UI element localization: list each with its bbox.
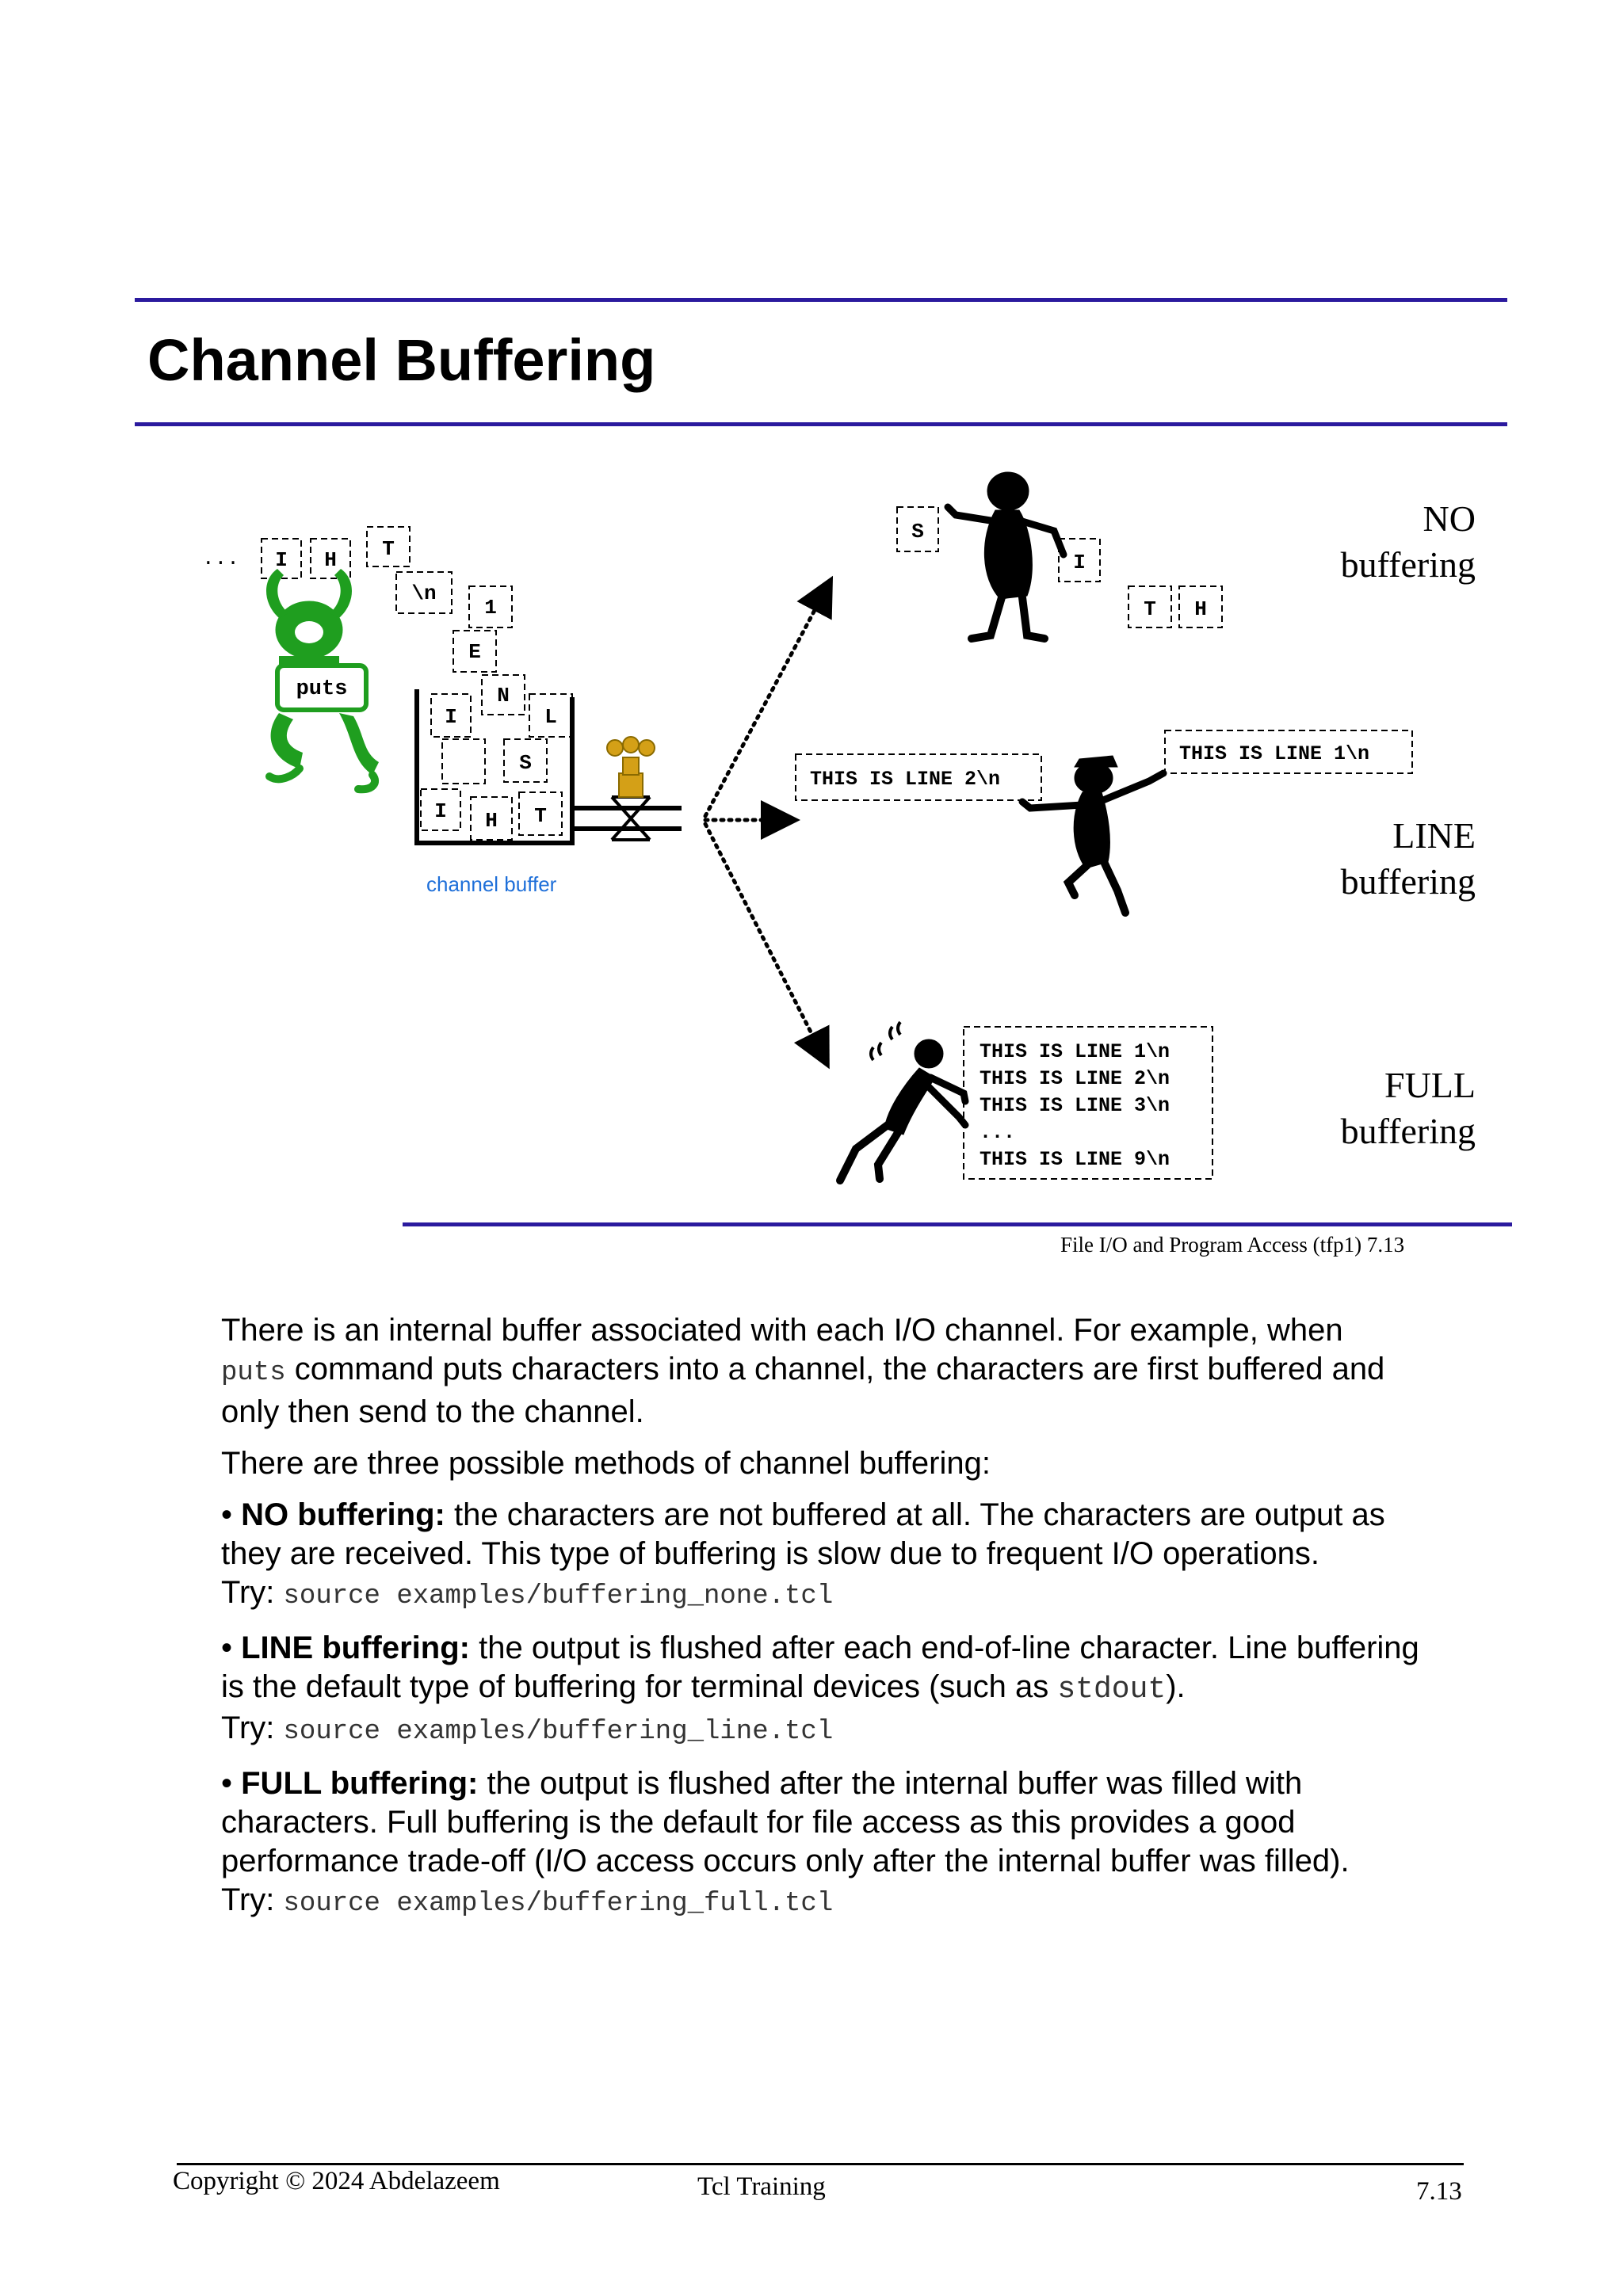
channel-buffer-label: channel buffer <box>426 872 557 896</box>
try-code-full: source examples/buffering_full.tcl <box>283 1889 834 1919</box>
line-buffering-label: LINE <box>1392 815 1476 856</box>
svg-text:S: S <box>519 751 532 775</box>
full-buffer-block: THIS IS LINE 1\n THIS IS LINE 2\n THIS I… <box>963 1026 1213 1180</box>
caption-rule <box>403 1222 1512 1226</box>
line-buffer-lines: THIS IS LINE 1\n THIS IS LINE 2\n <box>795 730 1413 801</box>
svg-text:L: L <box>544 705 557 729</box>
try-code-none: source examples/buffering_none.tcl <box>283 1581 834 1611</box>
puts-tag: puts <box>275 663 369 712</box>
footer-page: 7.13 <box>1416 2177 1462 2206</box>
no-buffering-label: NO <box>1423 498 1476 539</box>
notes-bullet-none: • NO buffering: the characters are not b… <box>221 1497 1385 1611</box>
svg-text:T: T <box>382 537 395 561</box>
stream-char: \n <box>395 571 453 614</box>
svg-text:T: T <box>1144 597 1156 621</box>
stream-ellipsis: ... <box>202 547 239 570</box>
svg-text:H: H <box>1194 597 1207 621</box>
title-rule-top <box>135 298 1507 302</box>
svg-text:puts: puts <box>296 677 348 701</box>
title-rule-bottom <box>135 422 1507 426</box>
svg-text:1: 1 <box>484 596 497 620</box>
buffering-diagram: ... I H T \n 1 E N I L S I H T puts <box>202 471 1476 1184</box>
stream-char: E <box>453 630 497 673</box>
try-code-line: source examples/buffering_line.tcl <box>283 1717 834 1747</box>
notes-paragraph: There is an internal buffer associated w… <box>221 1313 1385 1429</box>
out-char: T <box>1128 585 1172 628</box>
stream-char: I <box>261 538 302 579</box>
full-buffering-label: buffering <box>1341 1111 1476 1151</box>
full-line: ... <box>980 1121 1015 1144</box>
svg-text:I: I <box>1073 551 1086 574</box>
stream-char: I <box>430 693 472 738</box>
line-buffering-figure <box>1018 755 1167 917</box>
svg-text:\n: \n <box>411 582 436 605</box>
line-buffering-label: buffering <box>1341 861 1476 902</box>
svg-text:H: H <box>324 548 337 572</box>
stream-char: S <box>503 738 548 783</box>
stream-chars: I H T \n 1 E N I L S I H T <box>261 526 573 841</box>
svg-text:S: S <box>911 520 924 543</box>
no-buffer-chars: S I T H <box>896 506 1223 628</box>
svg-text:THIS IS LINE 2\n: THIS IS LINE 2\n <box>810 768 1000 791</box>
notes-bullet-line: • LINE buffering: the output is flushed … <box>221 1630 1419 1747</box>
svg-text:E: E <box>468 640 481 664</box>
slide-title: Channel Buffering <box>147 327 656 393</box>
stream-char: N <box>481 674 525 715</box>
notes-body: There is an internal buffer associated w… <box>221 1311 1442 1936</box>
out-char: H <box>1178 585 1223 628</box>
svg-text:I: I <box>445 705 457 729</box>
notes-bullet-full: • FULL buffering: the output is flushed … <box>221 1766 1350 1919</box>
out-char: I <box>1058 538 1101 582</box>
footer-rule <box>177 2163 1464 2165</box>
out-char: S <box>896 506 939 552</box>
footer-copyright: Copyright © 2024 Abdelazeem <box>173 2167 500 2195</box>
full-buffering-label: FULL <box>1384 1065 1476 1105</box>
svg-text:I: I <box>275 548 288 572</box>
puts-code: puts <box>221 1358 286 1388</box>
full-buffering-figure <box>836 1020 969 1184</box>
svg-text:H: H <box>485 809 498 833</box>
valve-icon <box>606 736 655 841</box>
slide-caption: File I/O and Program Access (tfp1) 7.13 <box>1060 1233 1405 1257</box>
out-line: THIS IS LINE 1\n <box>1164 730 1413 774</box>
svg-text:T: T <box>534 804 547 828</box>
notes-paragraph: There are three possible methods of chan… <box>221 1446 991 1481</box>
stream-char: H <box>310 538 351 579</box>
stream-char: T <box>518 791 563 836</box>
stream-char: I <box>420 788 461 831</box>
stream-char: L <box>529 693 573 738</box>
full-line: THIS IS LINE 1\n <box>980 1040 1170 1063</box>
full-line: THIS IS LINE 3\n <box>980 1094 1170 1117</box>
stream-char: H <box>470 796 513 841</box>
svg-text:N: N <box>497 684 510 707</box>
svg-text:I: I <box>434 799 447 823</box>
output-arrows <box>703 575 834 1070</box>
full-line: THIS IS LINE 2\n <box>980 1067 1170 1090</box>
stream-char: T <box>366 526 411 567</box>
full-line: THIS IS LINE 9\n <box>980 1148 1170 1171</box>
footer-center: Tcl Training <box>697 2172 826 2201</box>
stream-char: 1 <box>468 585 513 628</box>
out-line: THIS IS LINE 2\n <box>795 753 1042 801</box>
no-buffering-figure <box>944 471 1067 643</box>
no-buffering-label: buffering <box>1341 544 1476 585</box>
svg-text:THIS IS LINE 1\n: THIS IS LINE 1\n <box>1179 742 1369 765</box>
channel-buffer-container <box>414 689 682 845</box>
